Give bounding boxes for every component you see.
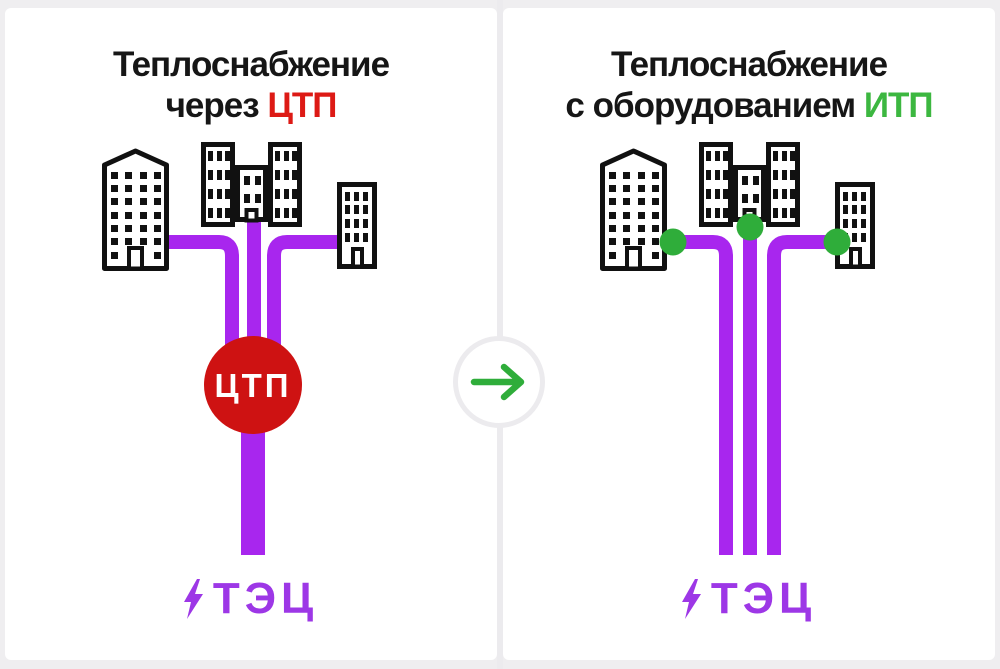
heat-pipes — [673, 220, 827, 555]
lightning-bolt-icon — [681, 579, 701, 619]
lightning-bolt-icon — [183, 579, 203, 619]
panel-title-right: Теплоснабжение с оборудованием ИТП — [503, 44, 995, 126]
heat-source-text: ТЭЦ — [212, 574, 319, 623]
building-complex-icon — [204, 145, 300, 225]
pipe-right-building — [267, 235, 339, 348]
building-tall-icon — [603, 151, 665, 269]
ctp-diagram: ЦТП — [5, 8, 497, 555]
itp-diagram — [503, 8, 995, 555]
itp-unit-dot — [736, 213, 764, 241]
ctp-hub-label: ЦТП — [215, 367, 292, 404]
title-line-2-prefix: с оборудованием — [565, 86, 856, 125]
pipe-left-building — [167, 235, 239, 348]
panel-itp-scheme: Теплоснабжение с оборудованием ИТП — [503, 8, 995, 660]
heat-source-text: ТЭЦ — [710, 574, 817, 623]
building-complex-icon — [702, 145, 798, 225]
pipe-right-building — [767, 235, 827, 555]
buildings-row — [105, 145, 375, 269]
itp-unit-dot — [659, 228, 687, 256]
itp-unit-dot — [823, 228, 851, 256]
panel-title-left: Теплоснабжение через ЦТП — [5, 44, 497, 126]
ctp-hub-circle — [204, 336, 302, 434]
itp-units — [659, 213, 851, 256]
heat-source-label-left: ТЭЦ — [5, 574, 497, 624]
building-small-icon — [340, 185, 375, 267]
pipe-left-building — [673, 235, 733, 555]
title-line-2: через ЦТП — [5, 85, 497, 126]
building-tall-icon — [105, 151, 167, 269]
panel-ctp-scheme: Теплоснабжение через ЦТП ЦТП — [5, 8, 497, 660]
heat-source-label-right: ТЭЦ — [503, 574, 995, 624]
title-line-2: с оборудованием ИТП — [503, 85, 995, 126]
arrow-right-icon — [470, 363, 525, 401]
title-line-1: Теплоснабжение — [610, 45, 888, 84]
transition-arrow-badge — [453, 336, 545, 428]
ctp-hub: ЦТП — [204, 336, 302, 434]
title-highlight-ctp: ЦТП — [267, 86, 337, 125]
panel-divider — [497, 0, 503, 669]
title-line-1: Теплоснабжение — [112, 45, 390, 84]
title-line-2-prefix: через — [165, 86, 260, 125]
title-highlight-itp: ИТП — [863, 86, 934, 125]
